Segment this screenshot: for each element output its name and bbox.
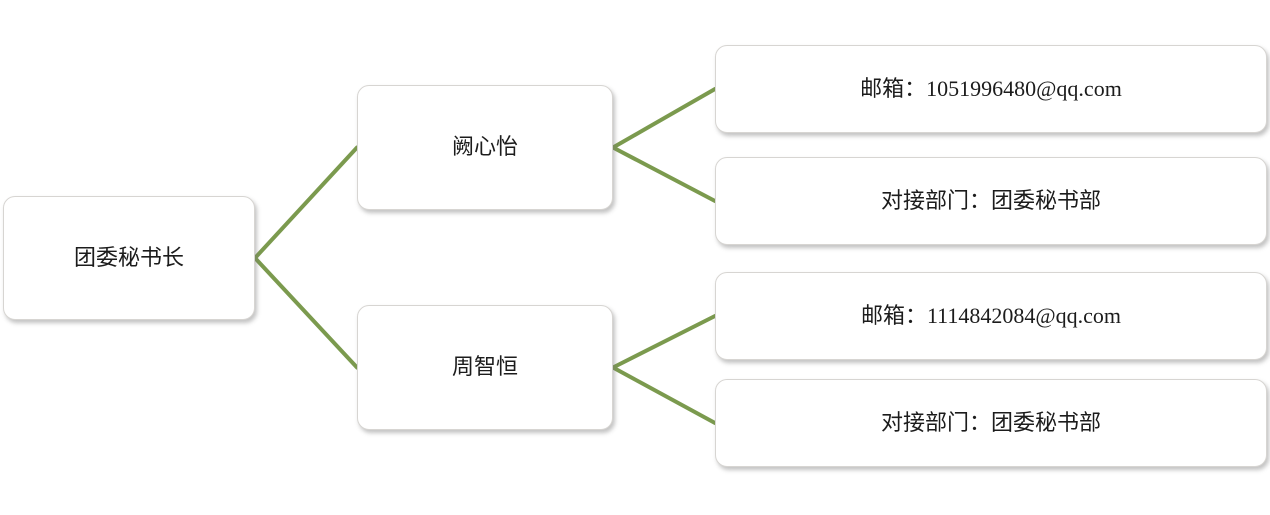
node-member2-department: 对接部门：团委秘书部 [715, 379, 1267, 467]
node-secretary-general-label: 团委秘书长 [73, 244, 184, 270]
node-member1-email: 邮箱：1051996480@qq.com [715, 45, 1267, 133]
node-member2-name: 周智恒 [357, 305, 613, 430]
connector-member2-to-department [611, 365, 717, 425]
connector-member1-to-department [611, 145, 717, 203]
node-member2-name-label: 周智恒 [451, 354, 518, 380]
node-member2-email-label: 邮箱：1114842084@qq.com [860, 302, 1121, 328]
connector-root-to-member2 [253, 256, 359, 370]
node-member2-email: 邮箱：1114842084@qq.com [715, 272, 1267, 360]
node-member1-email-label: 邮箱：1051996480@qq.com [860, 75, 1122, 101]
connector-member2-to-email [611, 314, 717, 370]
node-member1-department-label: 对接部门：团委秘书部 [880, 187, 1101, 213]
node-member1-department: 对接部门：团委秘书部 [715, 157, 1267, 245]
node-secretary-general: 团委秘书长 [3, 196, 255, 320]
node-member2-department-label: 对接部门：团委秘书部 [880, 409, 1101, 435]
connector-root-to-member1 [253, 145, 359, 260]
node-member1-name: 阙心怡 [357, 85, 613, 210]
connector-member1-to-email [611, 87, 717, 150]
node-member1-name-label: 阙心怡 [451, 134, 518, 160]
connector-group [253, 87, 717, 425]
